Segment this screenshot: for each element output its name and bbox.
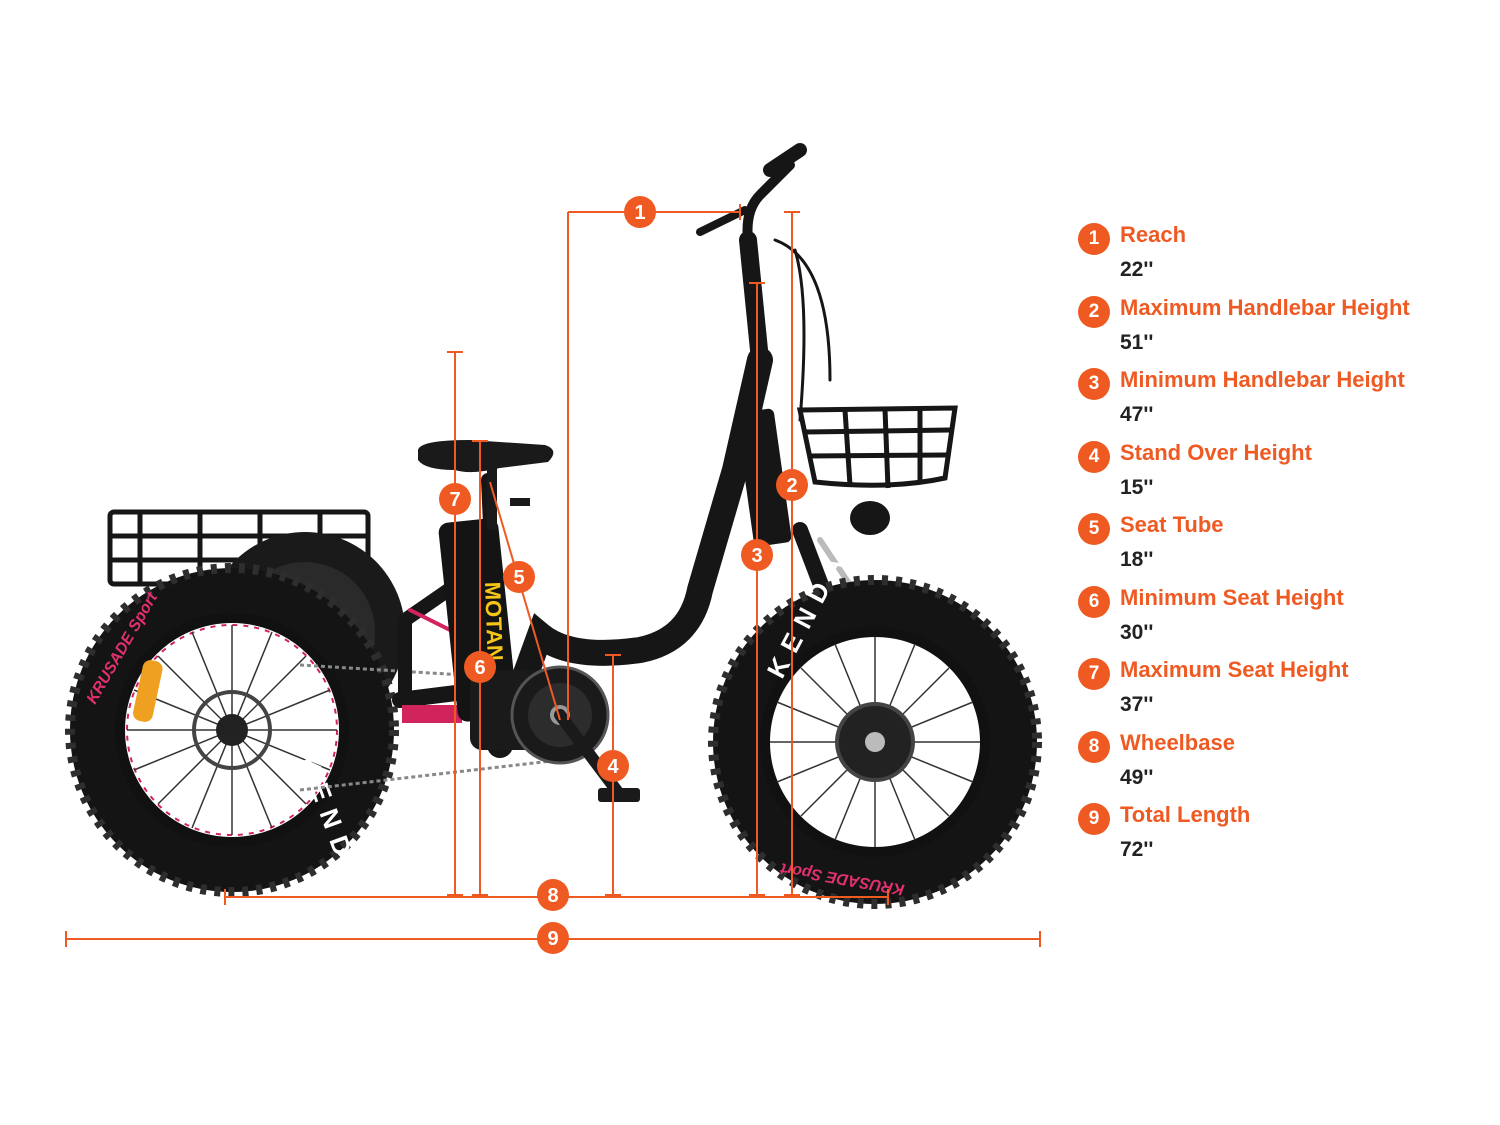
rear-wheel: KENDA KRUSADE Sport xyxy=(65,563,399,897)
spec-number-badge: 1 xyxy=(1078,223,1110,255)
spec-value: 18'' xyxy=(1120,548,1154,571)
spec-maximum-handlebar-height: 2 Maximum Handlebar Height 51'' xyxy=(1078,293,1488,366)
seat xyxy=(418,440,554,530)
spec-label: Stand Over Height xyxy=(1120,439,1312,465)
crankset xyxy=(510,665,640,802)
callout-badge-4: 4 xyxy=(597,750,629,782)
spec-value: 30'' xyxy=(1120,620,1154,644)
svg-text:8: 8 xyxy=(547,885,558,907)
spec-number-badge: 2 xyxy=(1078,295,1110,328)
spec-label: Maximum Handlebar Height xyxy=(1120,294,1410,320)
spec-label: Total Length xyxy=(1120,802,1251,827)
spec-number-badge: 4 xyxy=(1078,440,1110,473)
tricycle-dimension-diagram: KENDA KRUSADE Sport MOTAN xyxy=(65,143,1042,954)
spec-label: Maximum Seat Height xyxy=(1120,657,1349,682)
spec-number-badge: 7 xyxy=(1078,658,1110,690)
spec-label: Minimum Seat Height xyxy=(1120,584,1344,610)
spec-stand-over-height: 4 Stand Over Height 15'' xyxy=(1078,438,1488,511)
spec-maximum-seat-height: 7 Maximum Seat Height 37'' xyxy=(1078,655,1488,728)
callout-badge-5: 5 xyxy=(503,561,535,593)
spec-number-badge: 9 xyxy=(1078,803,1110,835)
svg-text:3: 3 xyxy=(751,545,762,567)
callout-badge-9: 9 xyxy=(537,922,569,954)
svg-text:1: 1 xyxy=(634,202,645,224)
svg-text:7: 7 xyxy=(449,489,460,511)
spec-number-badge: 8 xyxy=(1078,730,1110,763)
callout-badge-7: 7 xyxy=(439,483,471,515)
spec-label: Wheelbase xyxy=(1120,729,1235,755)
spec-number-badge: 6 xyxy=(1078,585,1110,618)
callout-badges: 1 2 3 4 5 6 7 8 xyxy=(439,196,808,954)
headlight xyxy=(850,501,890,535)
spec-value: 22'' xyxy=(1120,258,1154,281)
svg-text:9: 9 xyxy=(547,928,558,950)
callout-badge-1: 1 xyxy=(624,196,656,228)
spec-value: 15'' xyxy=(1120,475,1154,499)
front-wheel: KENDA KRUSADE Sport xyxy=(708,543,1042,909)
svg-text:4: 4 xyxy=(607,756,619,778)
spec-value: 47'' xyxy=(1120,403,1154,426)
frame-decal xyxy=(402,705,462,723)
spec-seat-tube: 5 Seat Tube 18'' xyxy=(1078,510,1488,583)
svg-text:6: 6 xyxy=(474,657,485,679)
spec-label: Reach xyxy=(1120,222,1187,247)
callout-badge-3: 3 xyxy=(741,539,773,571)
spec-reach: 1 Reach 22'' xyxy=(1078,220,1488,293)
spec-value: 49'' xyxy=(1120,765,1154,789)
electric-tricycle-illustration: KENDA KRUSADE Sport MOTAN xyxy=(65,143,1042,909)
front-basket xyxy=(796,405,958,489)
svg-text:5: 5 xyxy=(513,567,524,589)
callout-badge-8: 8 xyxy=(537,879,569,911)
spec-label: Seat Tube xyxy=(1120,512,1224,537)
spec-total-length: 9 Total Length 72'' xyxy=(1078,800,1488,873)
head-tube xyxy=(736,408,792,547)
spec-number-badge: 3 xyxy=(1078,368,1110,400)
spec-value: 37'' xyxy=(1120,693,1154,716)
spec-value: 72'' xyxy=(1120,838,1154,861)
spec-number-badge: 5 xyxy=(1078,513,1110,545)
callout-badge-6: 6 xyxy=(464,651,496,683)
svg-text:2: 2 xyxy=(786,475,797,497)
spec-value: 51'' xyxy=(1120,330,1154,354)
battery-brand-text: MOTAN xyxy=(480,581,508,661)
spec-label: Minimum Handlebar Height xyxy=(1120,367,1405,392)
dimension-spec-list: 1 Reach 22'' 2 Maximum Handlebar Height … xyxy=(1078,220,1488,873)
callout-badge-2: 2 xyxy=(776,469,808,501)
spec-minimum-seat-height: 6 Minimum Seat Height 30'' xyxy=(1078,583,1488,656)
spec-minimum-handlebar-height: 3 Minimum Handlebar Height 47'' xyxy=(1078,365,1488,438)
spec-wheelbase: 8 Wheelbase 49'' xyxy=(1078,728,1488,801)
